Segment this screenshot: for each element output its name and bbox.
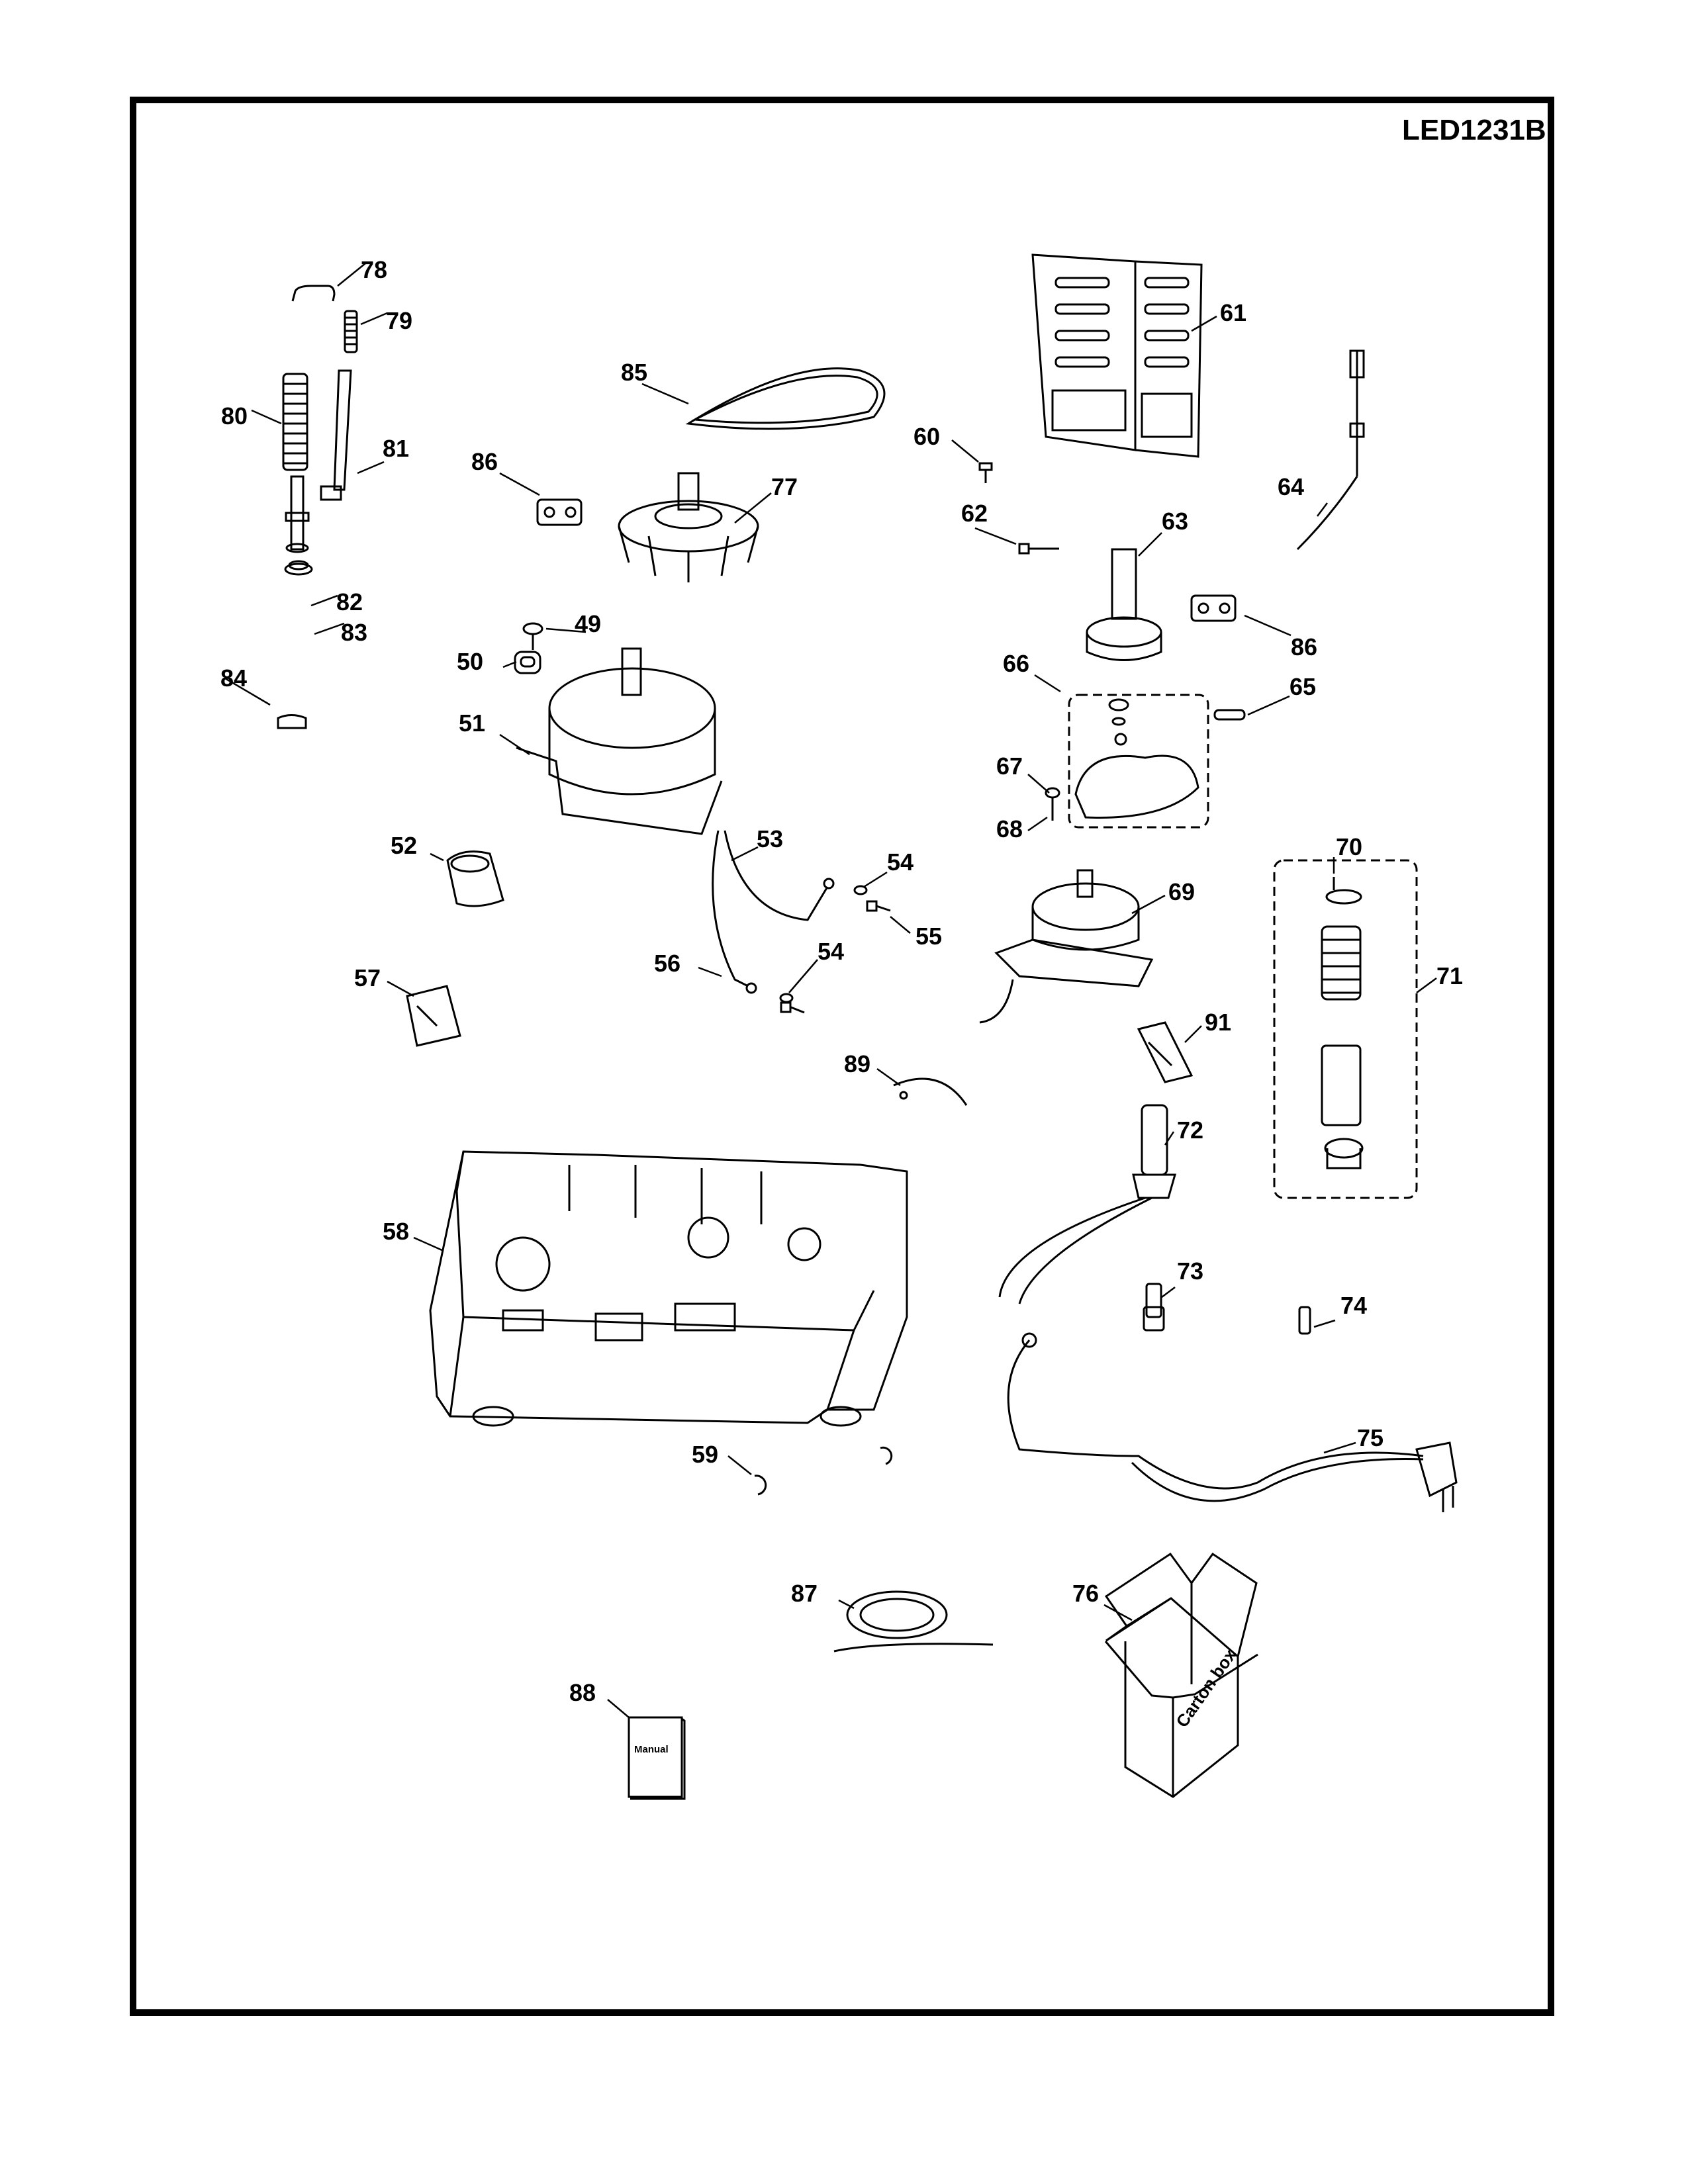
model-code: LED1231B [1402, 114, 1546, 146]
part-51-motor [516, 647, 723, 835]
callout-61: 61 [1220, 299, 1247, 326]
part-65-spring [1213, 709, 1246, 721]
callout-74: 74 [1340, 1292, 1368, 1319]
part-78-clip [291, 285, 336, 302]
carton-text: Carton box [1172, 1645, 1241, 1731]
callout-79: 79 [386, 307, 413, 334]
part-87-hose-ring [833, 1590, 994, 1653]
callout-84: 84 [220, 664, 248, 692]
manual-text: Manual [634, 1744, 669, 1755]
part-53-wire [724, 830, 835, 921]
part-58-base [429, 1150, 908, 1427]
callout-77: 77 [771, 473, 798, 500]
callout-67: 67 [996, 752, 1023, 780]
callout-52: 52 [391, 832, 418, 859]
part-56-wire [712, 830, 757, 994]
part-91-bag [1137, 1021, 1194, 1083]
callout-68: 68 [996, 815, 1023, 842]
part-62-screw [1018, 543, 1059, 555]
drawing-frame [130, 97, 1554, 2016]
callout-62: 62 [961, 500, 988, 527]
callout-54: 54 [887, 848, 914, 876]
part-63-housing [1086, 548, 1162, 661]
callout-72: 72 [1177, 1116, 1204, 1144]
part-64-sensor [1296, 349, 1365, 551]
part-52-cushion [446, 850, 504, 907]
callout-89: 89 [844, 1050, 871, 1077]
part-81-lever [320, 369, 352, 501]
part-88-manual [628, 1716, 686, 1800]
part-57-bag [406, 985, 461, 1047]
part-86-bracket-right [1190, 594, 1237, 622]
part-75-power-cord [1007, 1332, 1458, 1512]
callout-57: 57 [354, 964, 381, 991]
callout-86: 86 [471, 448, 498, 475]
callout-70: 70 [1336, 833, 1363, 860]
callout-85: 85 [621, 359, 648, 386]
callout-88: 88 [569, 1679, 596, 1706]
part-77-pulley [618, 472, 759, 582]
callout-71: 71 [1436, 962, 1464, 989]
part-85-belt [685, 367, 886, 430]
callout-63: 63 [1162, 508, 1189, 535]
callout-75: 75 [1357, 1424, 1384, 1451]
callout-58: 58 [383, 1218, 410, 1245]
part-73-fuse [1143, 1283, 1165, 1332]
part-89-clip [893, 1077, 968, 1106]
part-49-screw [522, 622, 543, 650]
part-82-shaft [285, 475, 310, 553]
part-55-screw [780, 900, 891, 1014]
part-76-carton: Carton box [1104, 1552, 1258, 1798]
callout-80: 80 [221, 402, 248, 430]
callout-49: 49 [575, 610, 602, 637]
callout-87: 87 [791, 1580, 818, 1607]
part-61-panel [1031, 253, 1203, 458]
callout-73: 73 [1177, 1257, 1204, 1285]
callout-59: 59 [692, 1441, 719, 1468]
callout-54-lower: 54 [818, 938, 845, 965]
part-50-grommet [514, 651, 541, 674]
callout-50: 50 [457, 648, 484, 675]
part-60-screw [978, 462, 993, 483]
part-84-ring [277, 714, 307, 729]
callout-86-right: 86 [1291, 633, 1318, 660]
callout-83: 83 [341, 619, 368, 646]
part-72-capacitor [998, 1104, 1176, 1304]
callout-69: 69 [1168, 878, 1196, 905]
callout-64: 64 [1278, 473, 1305, 500]
callout-91: 91 [1205, 1009, 1232, 1036]
part-83-cap [284, 560, 313, 576]
callout-51: 51 [459, 709, 486, 737]
callout-81: 81 [383, 435, 410, 462]
callout-60: 60 [914, 423, 941, 450]
callout-56: 56 [654, 950, 681, 977]
callout-65: 65 [1289, 673, 1317, 700]
part-69-motor [979, 869, 1154, 1024]
part-80-bellows [282, 373, 308, 471]
leader-lines [224, 263, 1437, 1718]
part-59-retaining-ring [754, 1446, 893, 1496]
callout-82: 82 [336, 588, 363, 615]
callout-76: 76 [1072, 1580, 1100, 1607]
callout-53: 53 [757, 825, 784, 852]
part-79-spring [344, 310, 358, 353]
part-74-fuse [1298, 1306, 1311, 1335]
part-67-screw [1045, 787, 1060, 821]
part-71-group [1273, 859, 1418, 1199]
callout-78: 78 [361, 256, 388, 283]
callout-55: 55 [915, 923, 943, 950]
part-66-group [1068, 694, 1209, 829]
part-86-bracket [536, 498, 583, 526]
callout-66: 66 [1003, 650, 1030, 677]
